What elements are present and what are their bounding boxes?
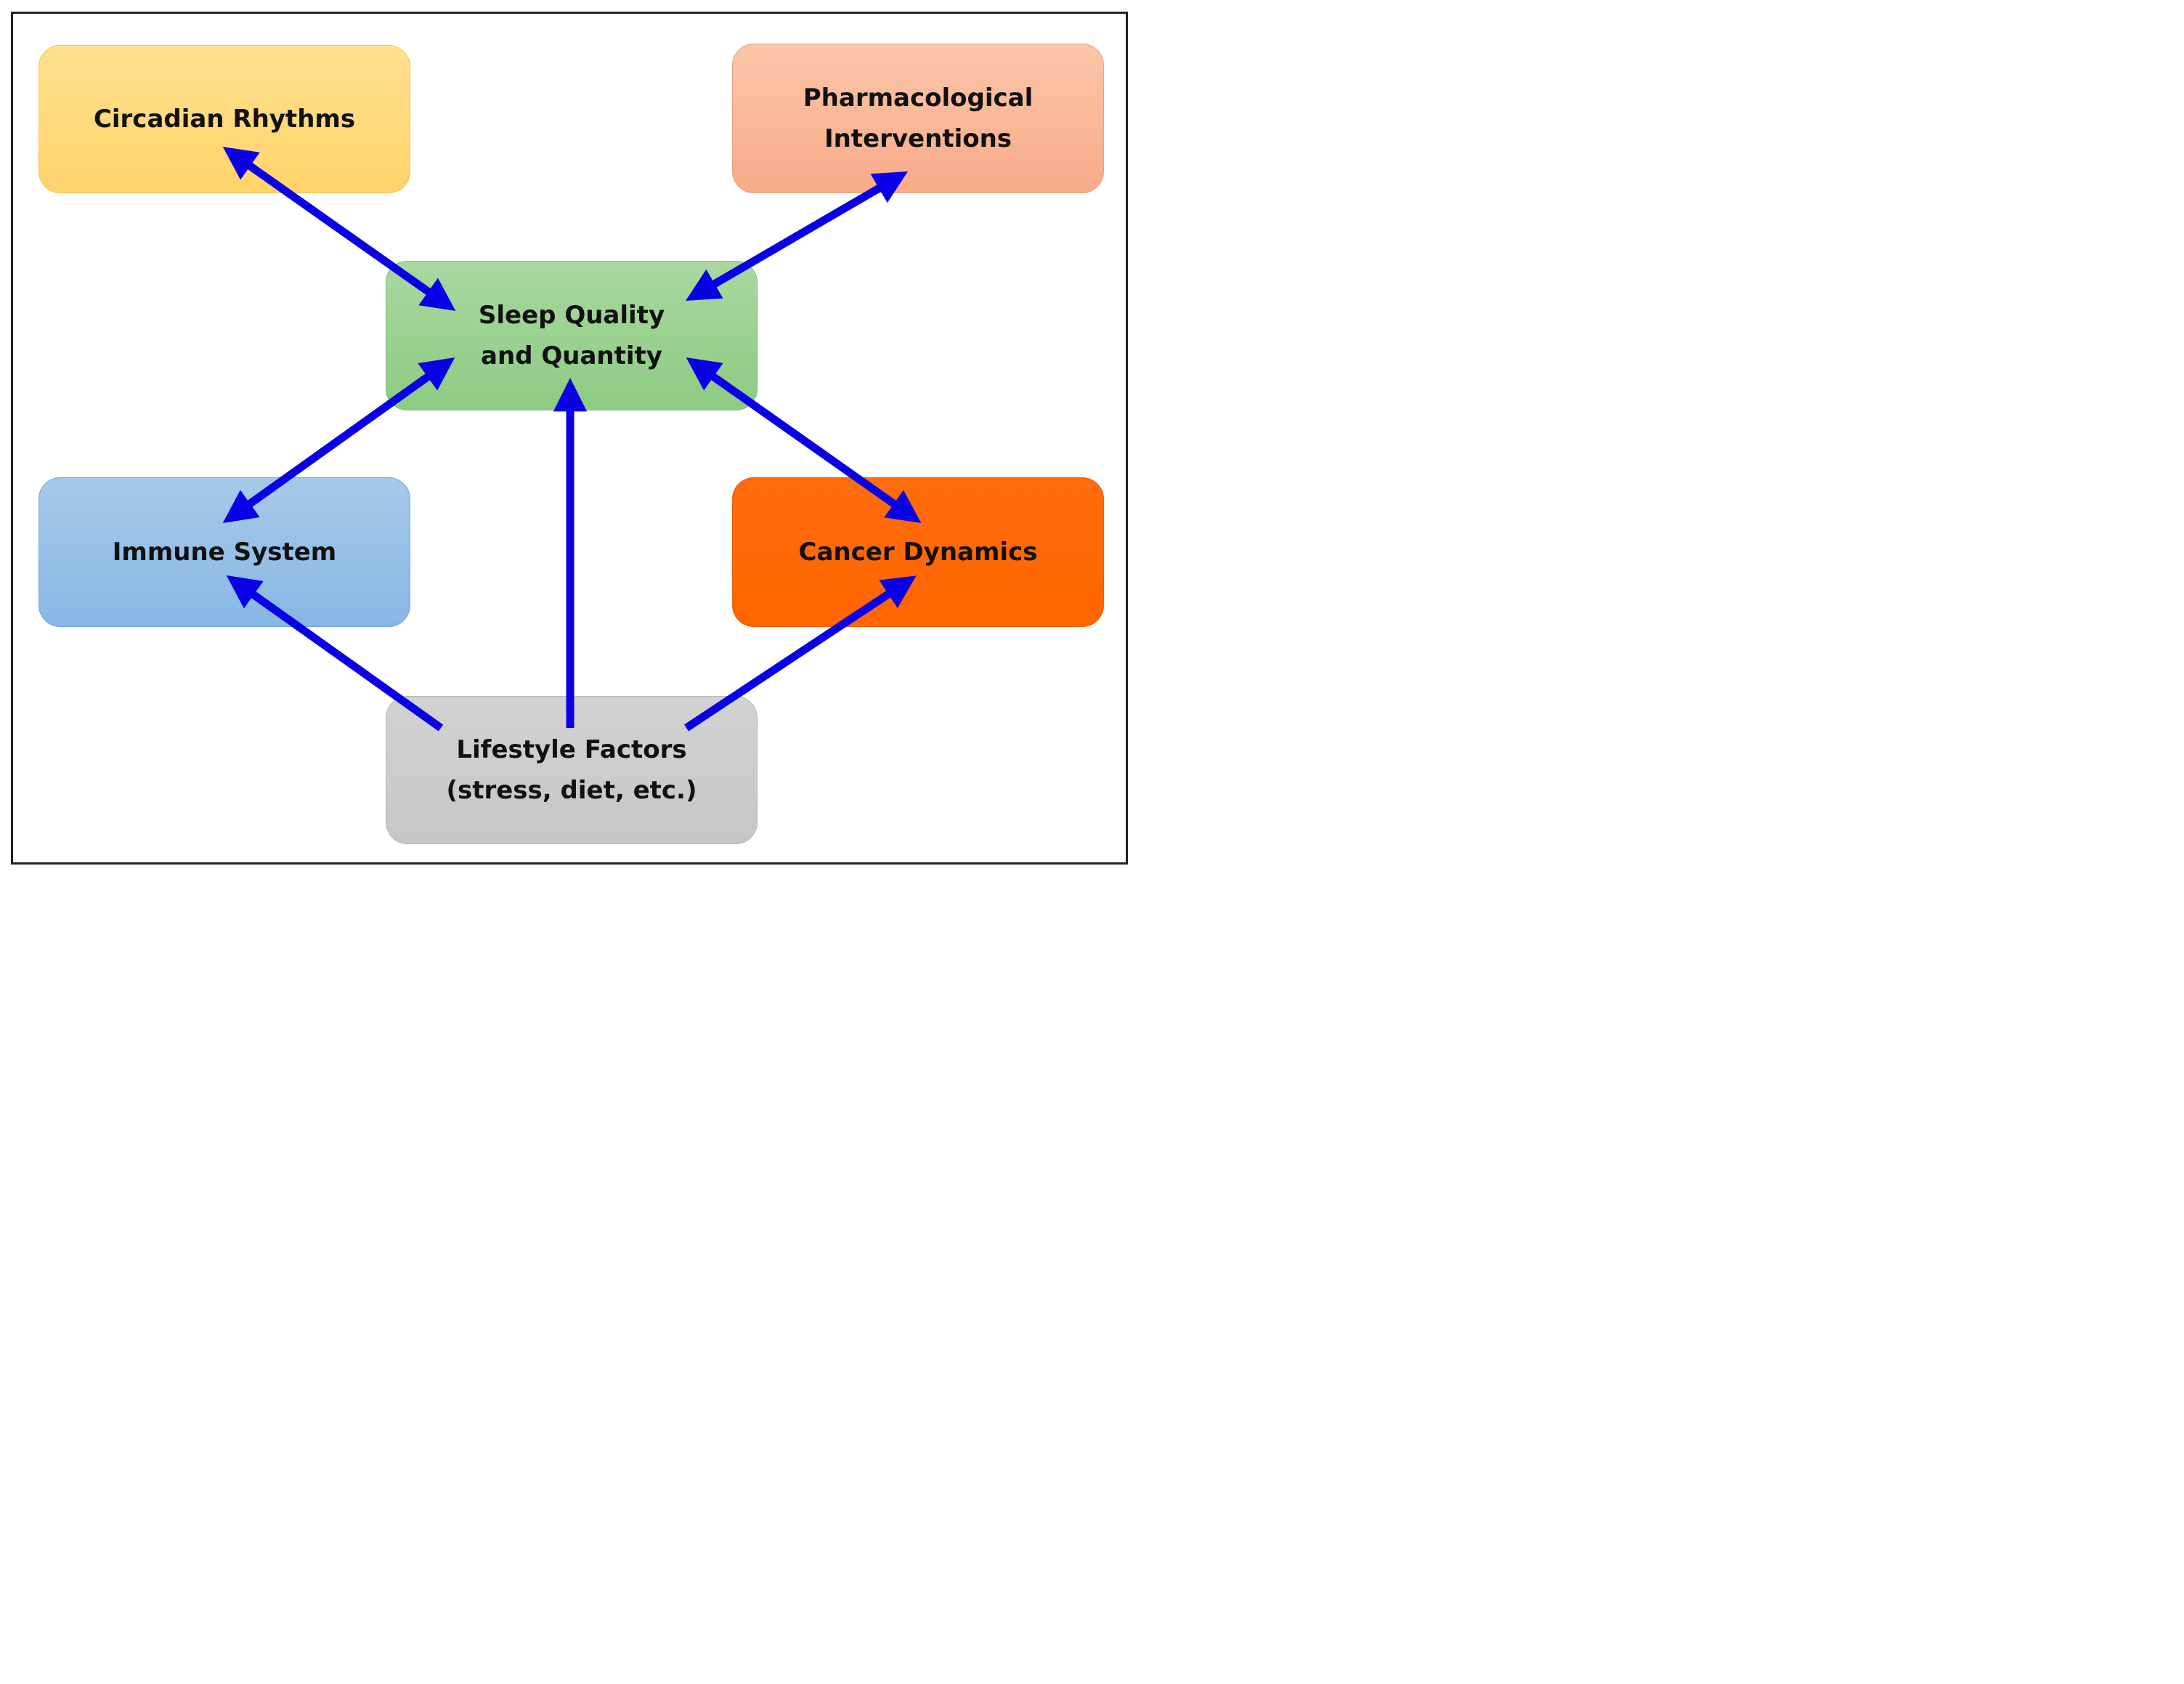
node-lifestyle-line-2: (stress, diet, etc.) — [446, 776, 697, 805]
node-immune-system: Immune System — [38, 477, 410, 627]
diagram-canvas: Circadian Rhythms Pharmacological Interv… — [0, 0, 1139, 878]
node-pharmacological-line-2: Interventions — [824, 124, 1012, 153]
node-sleep-line-2: and Quantity — [481, 341, 662, 371]
node-sleep-quality-quantity: Sleep Quality and Quantity — [386, 261, 758, 410]
node-circadian-rhythms: Circadian Rhythms — [38, 45, 410, 193]
node-cancer-dynamics-label: Cancer Dynamics — [798, 538, 1038, 567]
node-cancer-dynamics: Cancer Dynamics — [732, 477, 1104, 627]
node-pharmacological-interventions: Pharmacological Interventions — [732, 44, 1104, 193]
node-lifestyle-factors: Lifestyle Factors (stress, diet, etc.) — [386, 696, 758, 844]
node-lifestyle-line-1: Lifestyle Factors — [456, 735, 687, 764]
diagram-frame — [11, 12, 1128, 865]
node-immune-system-label: Immune System — [112, 538, 337, 567]
node-circadian-rhythms-label: Circadian Rhythms — [93, 105, 356, 134]
node-pharmacological-line-1: Pharmacological — [803, 84, 1034, 113]
node-sleep-line-1: Sleep Quality — [478, 301, 665, 330]
